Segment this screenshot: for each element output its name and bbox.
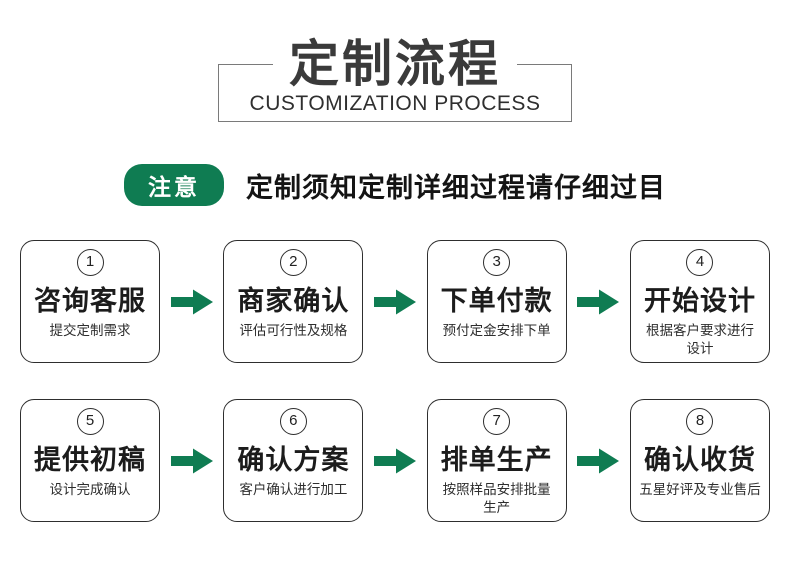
flow-arrow-icon xyxy=(567,240,630,363)
page-title: 定制流程 xyxy=(273,28,517,100)
step-card-5: 5 提供初稿 设计完成确认 xyxy=(20,399,160,523)
flow-row-1: 1 咨询客服 提交定制需求 2 商家确认 评估可行性及规格 3 下单付款 预付定… xyxy=(20,240,770,364)
step-title: 下单付款 xyxy=(440,286,553,316)
step-number: 5 xyxy=(76,408,104,436)
step-description: 预付定金安排下单 xyxy=(442,323,551,338)
step-description: 根据客户要求进行 设计 xyxy=(645,323,754,356)
page-subtitle: CUSTOMIZATION PROCESS xyxy=(249,92,541,115)
step-title: 商家确认 xyxy=(237,286,350,316)
title-panel: 定制流程 CUSTOMIZATION PROCESS xyxy=(218,28,572,122)
step-card-7: 7 排单生产 按照样品安排批量 生产 xyxy=(426,399,567,523)
step-card-1: 1 咨询客服 提交定制需求 xyxy=(20,240,160,364)
step-description: 评估可行性及规格 xyxy=(239,323,348,338)
step-title: 排单生产 xyxy=(440,445,553,476)
step-number: 4 xyxy=(686,249,714,276)
step-number: 8 xyxy=(686,408,714,436)
step-description: 五星好评及专业售后 xyxy=(639,482,761,498)
step-description: 按照样品安排批量 生产 xyxy=(442,482,551,515)
step-card-2: 2 商家确认 评估可行性及规格 xyxy=(223,240,364,364)
step-description: 提交定制需求 xyxy=(49,323,131,338)
notice-row: 注意 定制须知定制详细过程请仔细过目 xyxy=(0,164,790,206)
step-title: 确认收货 xyxy=(643,445,756,476)
step-description: 设计完成确认 xyxy=(49,482,131,498)
notice-badge: 注意 xyxy=(124,164,224,206)
step-number: 6 xyxy=(279,408,307,436)
flow-arrow-icon xyxy=(363,399,426,522)
step-title: 提供初稿 xyxy=(34,445,146,476)
step-description: 客户确认进行加工 xyxy=(239,482,348,498)
step-title: 确认方案 xyxy=(237,445,350,476)
step-number: 3 xyxy=(483,249,511,276)
flow-arrow-icon xyxy=(160,240,223,363)
flow-arrow-icon xyxy=(160,399,223,522)
flow-row-2: 5 提供初稿 设计完成确认 6 确认方案 客户确认进行加工 7 排单生产 按照样… xyxy=(20,399,770,523)
step-title: 开始设计 xyxy=(643,286,756,316)
step-card-3: 3 下单付款 预付定金安排下单 xyxy=(426,240,567,364)
step-card-8: 8 确认收货 五星好评及专业售后 xyxy=(629,399,770,523)
step-number: 1 xyxy=(76,249,104,276)
flow-arrow-icon xyxy=(363,240,426,363)
step-card-6: 6 确认方案 客户确认进行加工 xyxy=(223,399,364,523)
step-number: 7 xyxy=(483,408,511,436)
notice-text: 定制须知定制详细过程请仔细过目 xyxy=(246,172,666,203)
step-card-4: 4 开始设计 根据客户要求进行 设计 xyxy=(629,240,770,364)
step-number: 2 xyxy=(279,249,307,276)
flow-arrow-icon xyxy=(567,399,630,522)
step-title: 咨询客服 xyxy=(34,286,146,316)
